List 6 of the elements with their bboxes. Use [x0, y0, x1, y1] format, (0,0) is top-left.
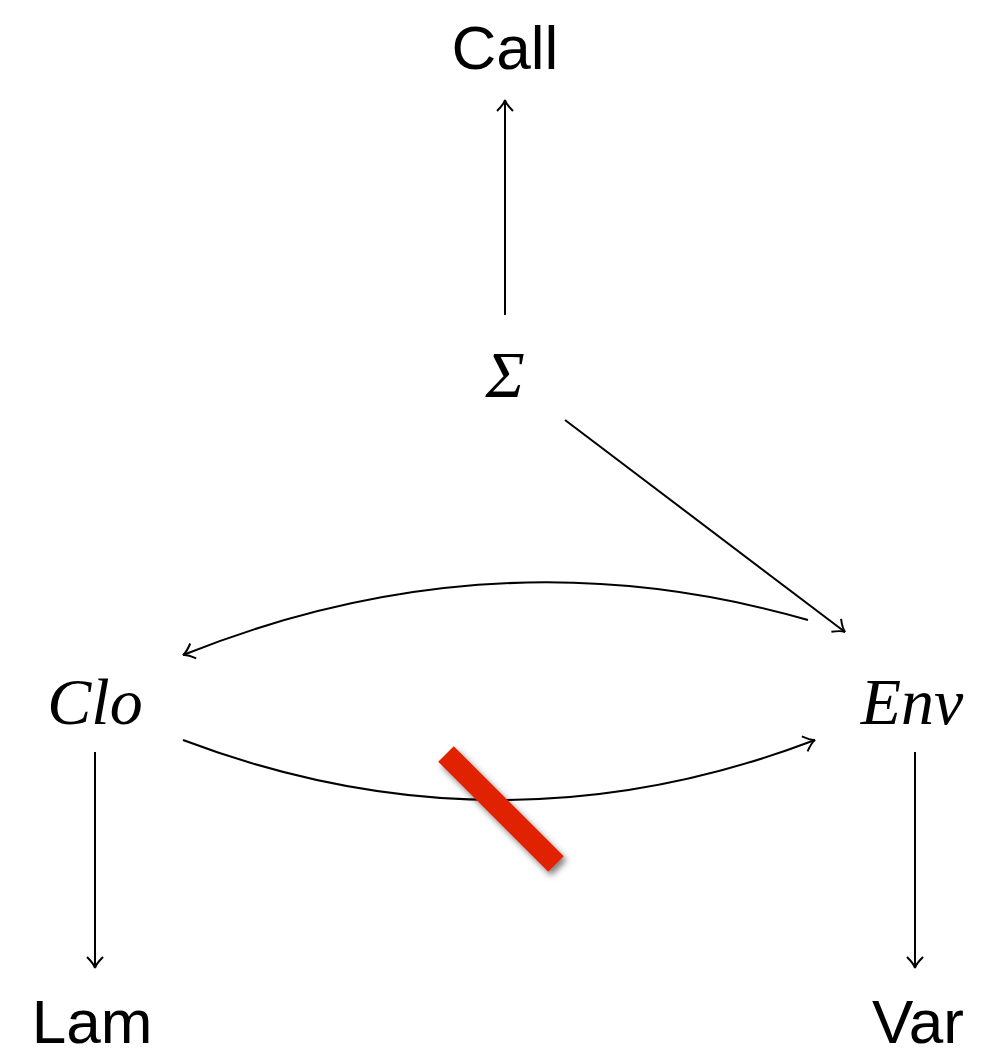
node-label: Lam	[31, 991, 153, 1053]
node-label: Var	[872, 991, 964, 1053]
node-label: Clo	[47, 669, 143, 735]
node-label: Env	[860, 669, 964, 735]
node-label: Σ	[485, 342, 525, 408]
node-label: Call	[451, 17, 559, 79]
